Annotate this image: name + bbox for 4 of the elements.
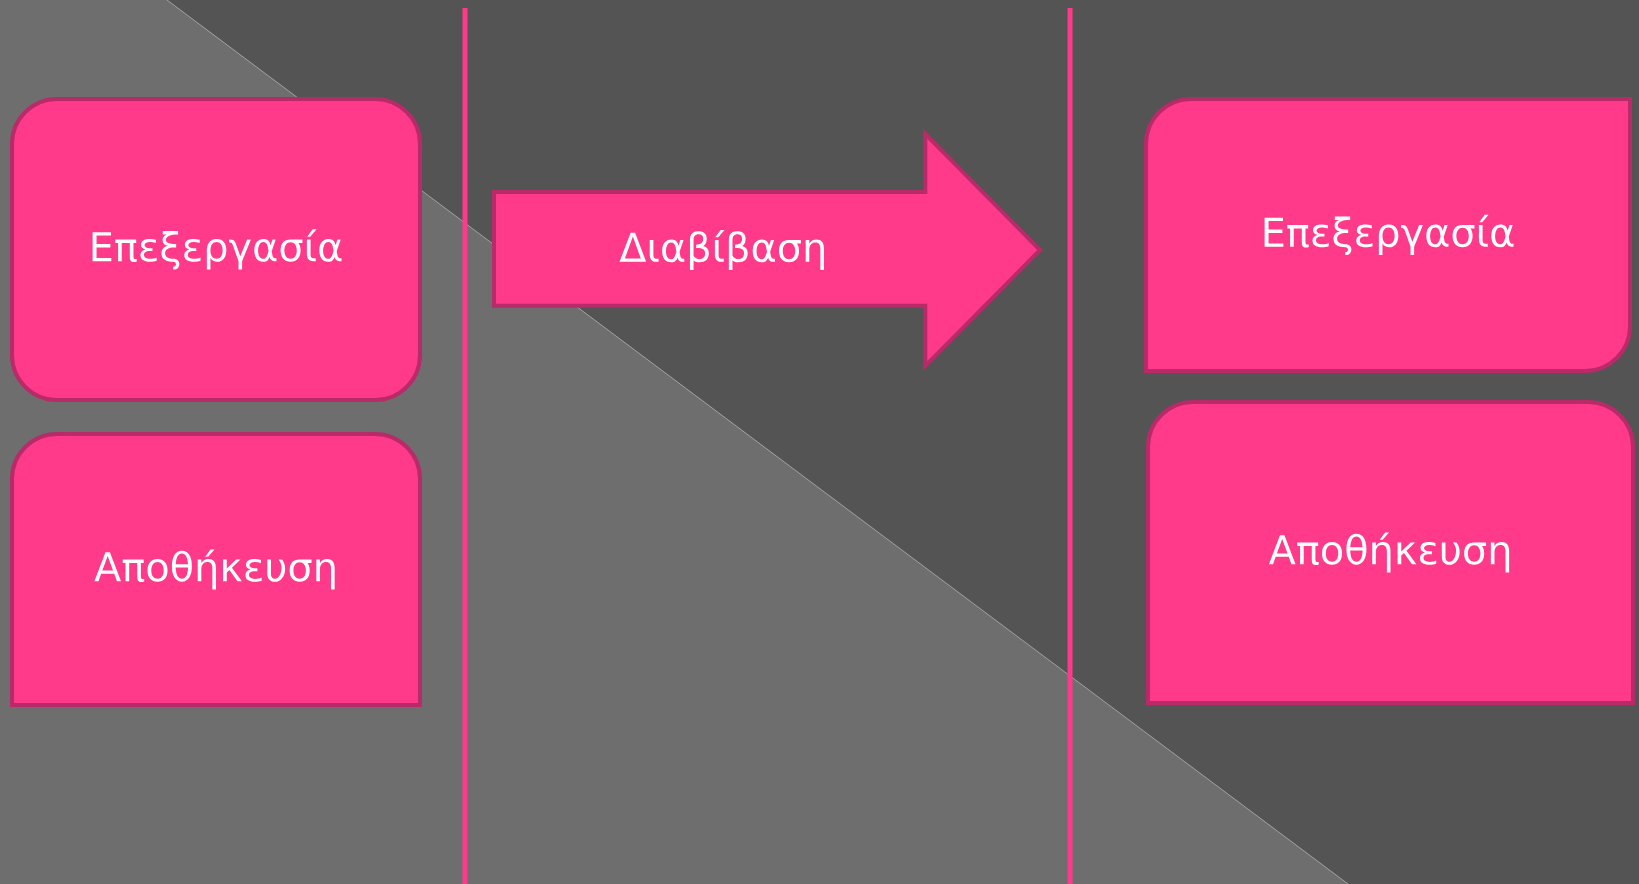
process-box: Αποθήκευση bbox=[1146, 400, 1635, 705]
process-box: Επεξεργασία bbox=[1144, 97, 1632, 373]
process-box: Αποθήκευση bbox=[10, 432, 422, 707]
process-box: Επεξεργασία bbox=[10, 97, 422, 402]
